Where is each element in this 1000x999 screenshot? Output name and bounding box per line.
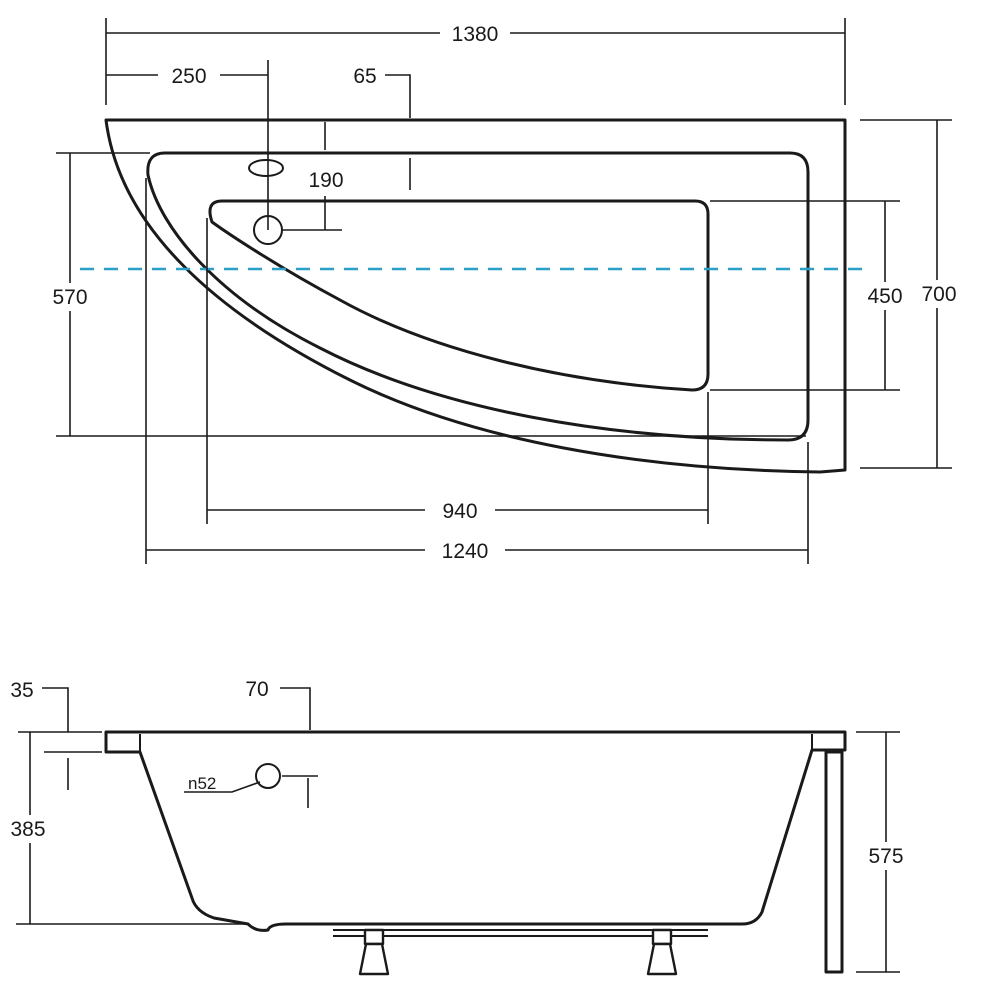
label-bg-385 bbox=[0, 815, 58, 843]
dim-label-1380: 1380 bbox=[452, 23, 499, 46]
dim-label-1240: 1240 bbox=[442, 540, 489, 563]
dim-label-n52: n52 bbox=[188, 774, 216, 793]
dim-label-575: 575 bbox=[868, 845, 903, 868]
dim-label-700: 700 bbox=[921, 283, 956, 306]
dim-label-570: 570 bbox=[52, 286, 87, 309]
side-view: n52 35 70 385 575 bbox=[0, 678, 912, 976]
dim-label-65: 65 bbox=[353, 65, 376, 88]
top-basin-bottom bbox=[208, 199, 710, 392]
dim-label-35: 35 bbox=[10, 679, 33, 702]
top-outer-shell bbox=[104, 118, 847, 474]
dim-label-385: 385 bbox=[10, 818, 45, 841]
dim-label-190: 190 bbox=[308, 169, 343, 192]
top-view: 1380 250 65 190 570 450 700 bbox=[42, 18, 965, 564]
side-tub-body bbox=[104, 730, 847, 932]
dim-label-70: 70 bbox=[245, 678, 268, 701]
side-overflow-hole bbox=[255, 763, 281, 789]
label-bg-570 bbox=[42, 283, 100, 311]
dim-label-250: 250 bbox=[171, 65, 206, 88]
label-bg-1380 bbox=[440, 20, 510, 46]
leader-n52 bbox=[184, 781, 261, 793]
label-bg-450 bbox=[858, 282, 912, 310]
label-bg-575 bbox=[858, 842, 912, 870]
dim-label-450: 450 bbox=[867, 285, 902, 308]
label-bg-1240 bbox=[425, 537, 505, 563]
side-foot-left bbox=[358, 928, 390, 976]
label-bg-940 bbox=[425, 497, 495, 523]
leader-35 bbox=[42, 687, 69, 732]
side-apron-panel bbox=[824, 750, 844, 974]
label-bg-250 bbox=[158, 62, 220, 88]
overflow-hole bbox=[248, 159, 284, 177]
top-rim-inner bbox=[146, 151, 810, 442]
side-foot-right bbox=[646, 928, 678, 976]
label-bg-700 bbox=[913, 280, 965, 308]
dim-label-940: 940 bbox=[442, 500, 477, 523]
leader-70 bbox=[280, 687, 311, 730]
leader-65 bbox=[385, 74, 411, 118]
